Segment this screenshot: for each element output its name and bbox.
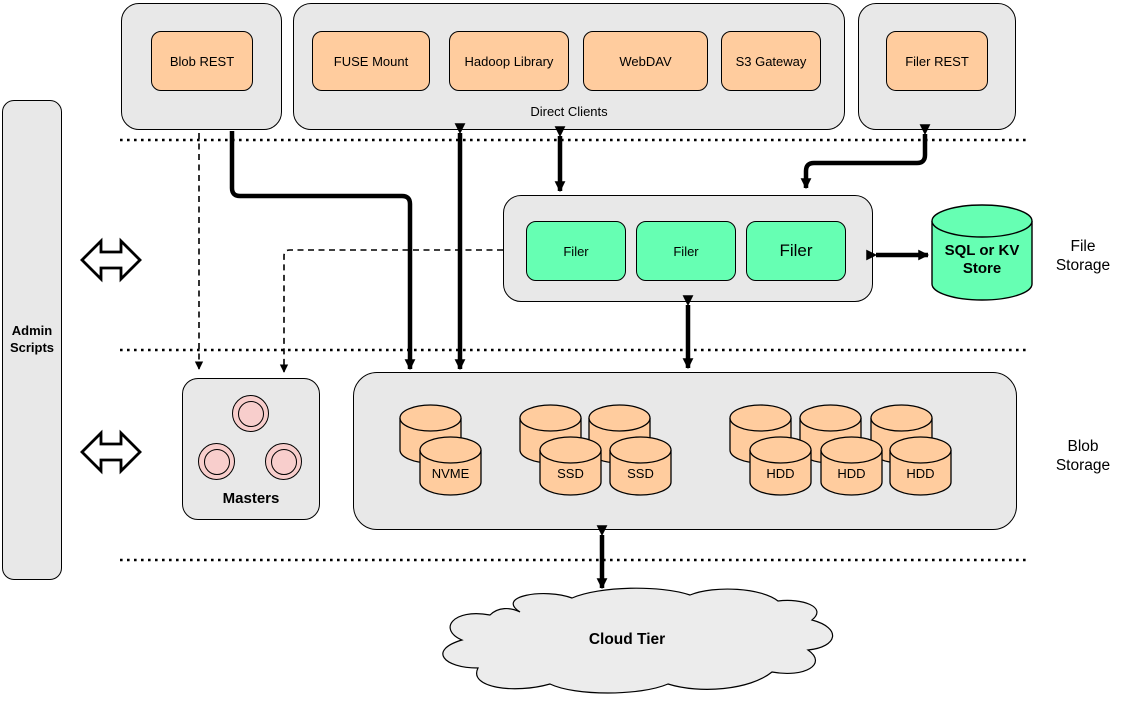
filer-box-3: Filer xyxy=(746,221,846,281)
master-node-core-3 xyxy=(270,448,297,475)
webdav-label: WebDAV xyxy=(619,53,672,69)
fuse-mount-box: FUSE Mount xyxy=(312,31,430,91)
file-storage-label: File Storage xyxy=(1055,238,1111,275)
blob-storage-group xyxy=(353,372,1017,530)
direct-clients-caption: Direct Clients xyxy=(530,104,608,119)
masters-label: Masters xyxy=(222,490,280,507)
master-node-circle-2 xyxy=(198,443,235,480)
sql-kv-store-label: SQL or KV Store xyxy=(944,242,1020,277)
filer-box-1: Filer xyxy=(526,221,626,281)
dashed-arrow-filer-to-masters xyxy=(279,249,503,373)
blob-rest-group: Blob REST xyxy=(121,3,282,130)
blob-rest-box: Blob REST xyxy=(151,31,253,91)
s3-gateway-box: S3 Gateway xyxy=(721,31,821,91)
filer-rest-label: Filer REST xyxy=(905,53,969,69)
admin-scripts-box: Admin Scripts xyxy=(2,100,62,580)
filer-rest-to-filer-arrow xyxy=(800,124,931,190)
admin-scripts-label: Admin Scripts xyxy=(9,323,55,355)
master-node-core-1 xyxy=(237,400,264,427)
filer-rest-box: Filer REST xyxy=(886,31,988,91)
hadoop-library-box: Hadoop Library xyxy=(449,31,569,91)
master-node-core-2 xyxy=(203,448,230,475)
cloud-tier-label: Cloud Tier xyxy=(588,631,666,648)
filer-label-2: Filer xyxy=(673,243,699,259)
fuse-mount-label: FUSE Mount xyxy=(333,53,409,69)
filer-group: Filer Filer Filer xyxy=(503,195,873,302)
masters-group: Masters xyxy=(182,378,320,520)
s3-gateway-label: S3 Gateway xyxy=(735,53,807,69)
admin-blob-storage-arrow xyxy=(80,429,142,475)
filer-label-3: Filer xyxy=(779,241,813,260)
hadoop-library-label: Hadoop Library xyxy=(464,53,554,69)
webdav-box: WebDAV xyxy=(583,31,708,91)
filer-box-2: Filer xyxy=(636,221,736,281)
master-node-circle-1 xyxy=(232,395,269,432)
filer-rest-group: Filer REST xyxy=(858,3,1016,130)
master-node-circle-3 xyxy=(265,443,302,480)
blob-storage-label: Blob Storage xyxy=(1055,438,1111,475)
filer-label-1: Filer xyxy=(563,243,589,259)
blob-rest-to-blob-storage-arrow xyxy=(229,131,416,371)
blob-rest-label: Blob REST xyxy=(169,53,235,69)
admin-file-storage-arrow xyxy=(80,237,142,283)
direct-clients-group: FUSE Mount Hadoop Library WebDAV S3 Gate… xyxy=(293,3,845,130)
